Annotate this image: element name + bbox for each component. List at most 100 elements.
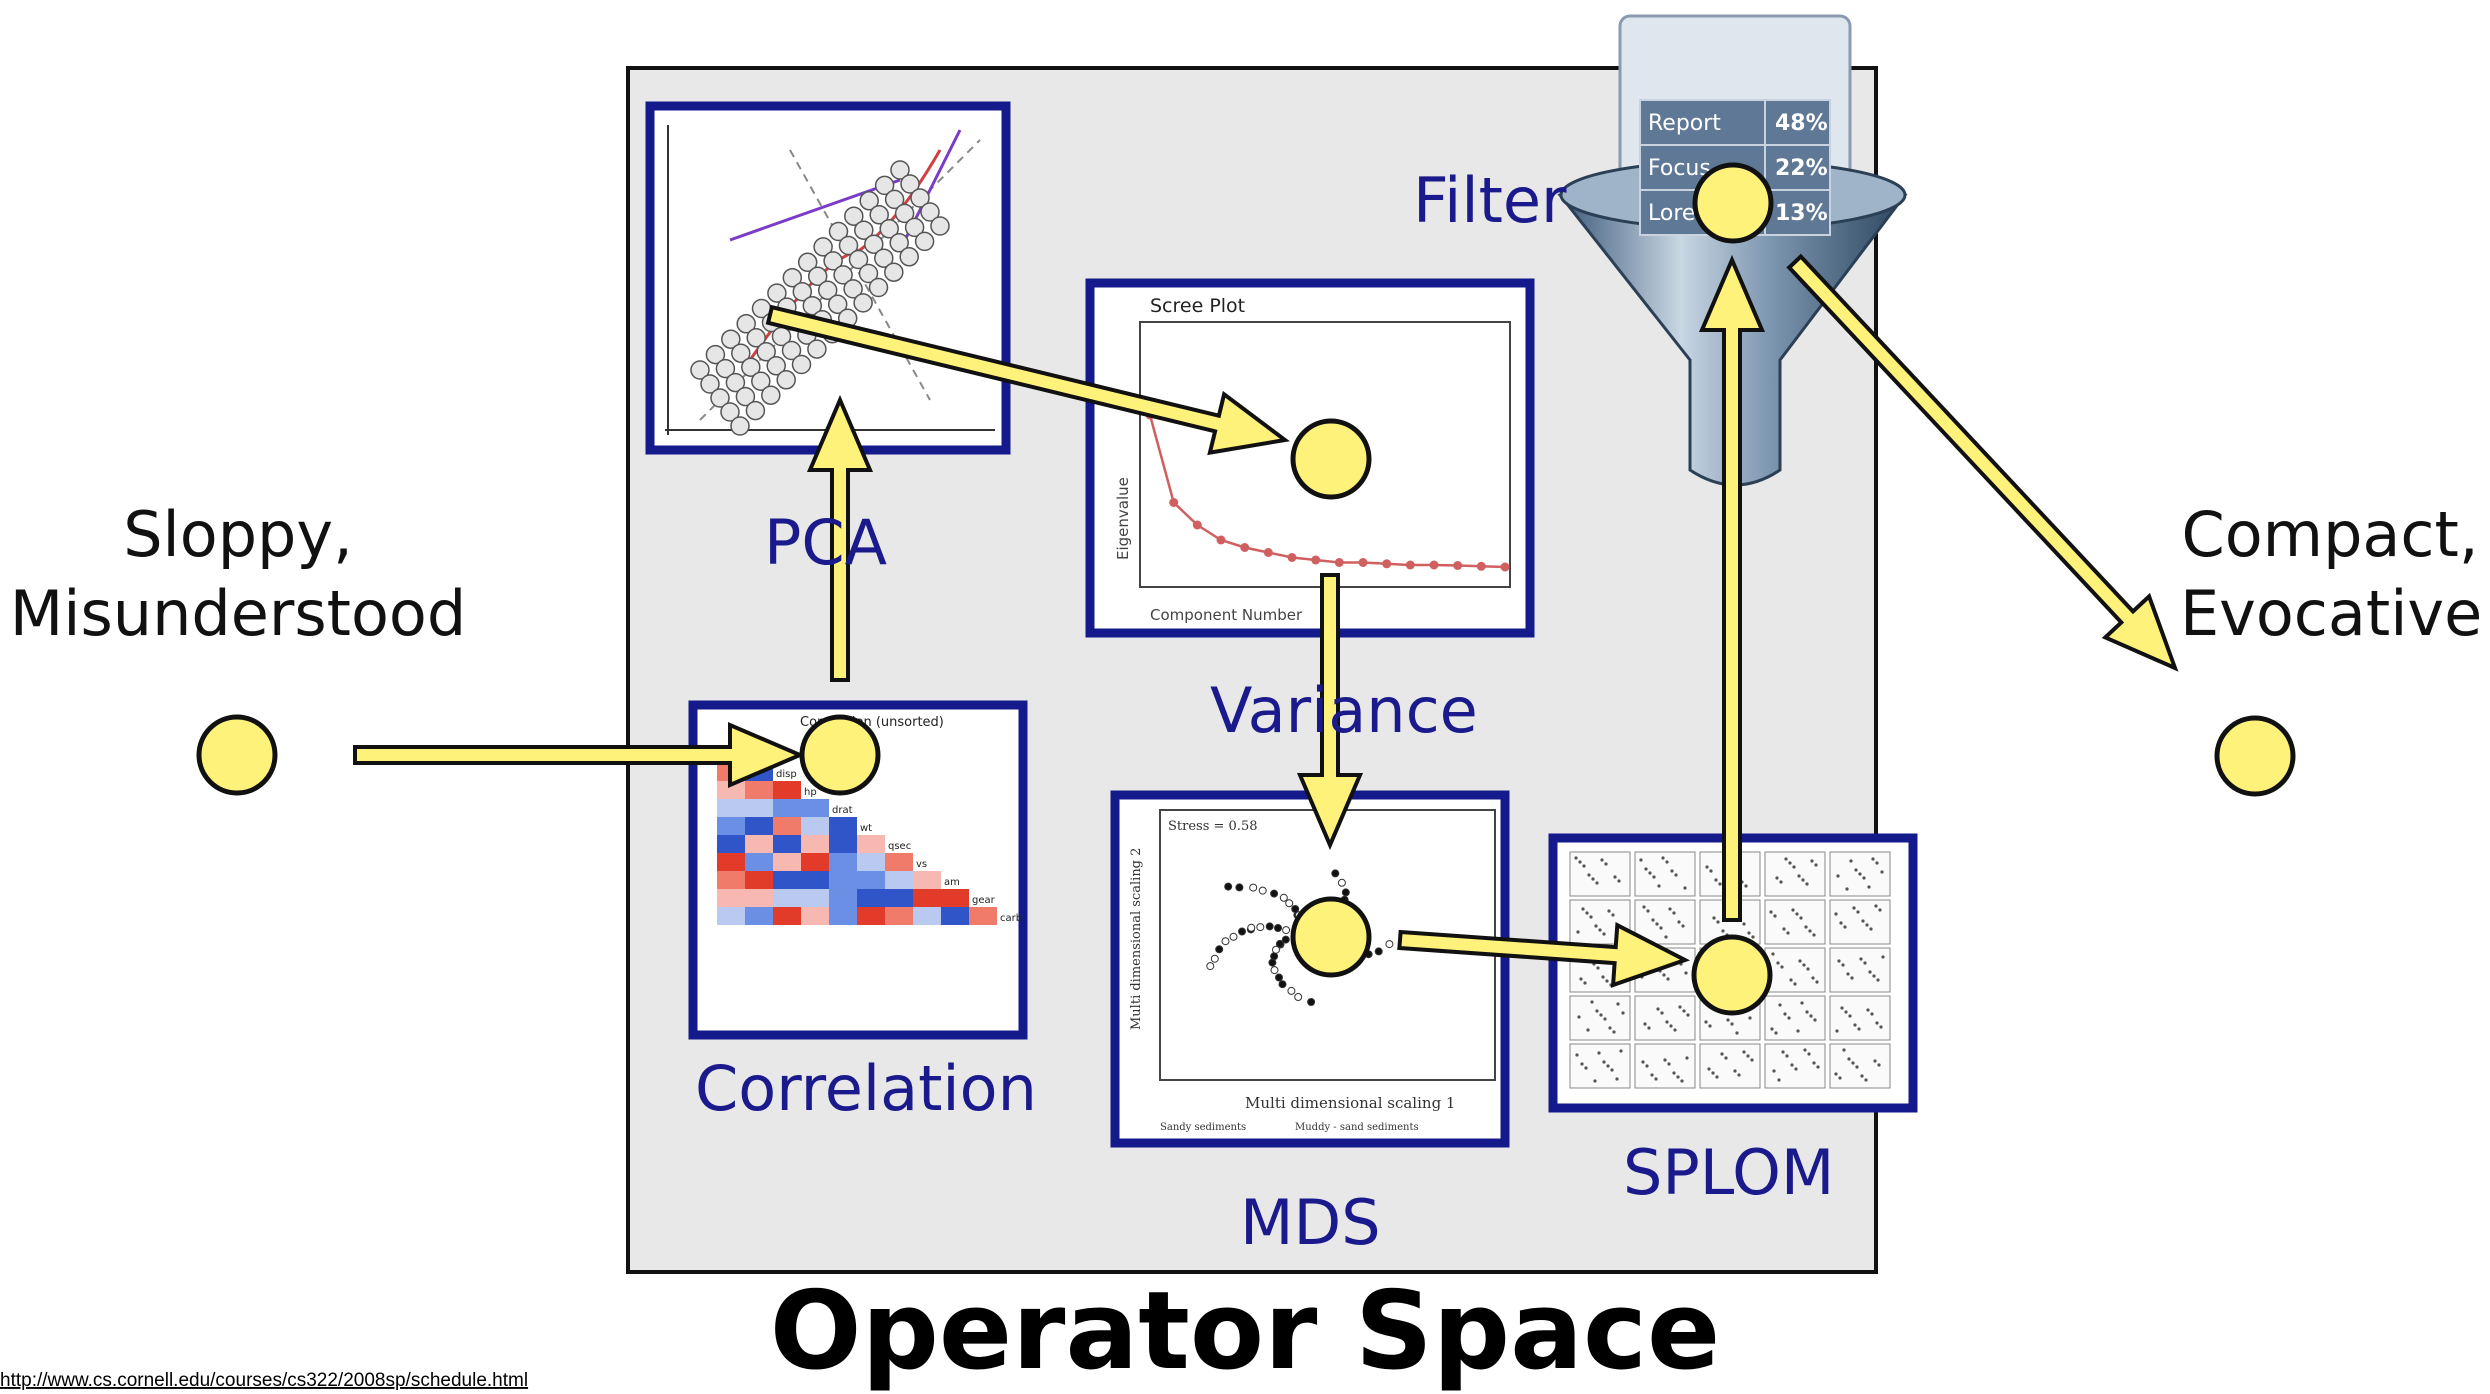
splom-point — [1867, 885, 1871, 889]
pca-point — [823, 251, 843, 271]
mds-legend-0: Sandy sediments — [1160, 1122, 1246, 1133]
mds-ylabel: Multi dimensional scaling 2 — [1129, 848, 1144, 1030]
splom-point — [1774, 1031, 1778, 1035]
splom-point — [1705, 865, 1709, 869]
pca-point — [920, 202, 940, 222]
splom-point — [1853, 1023, 1857, 1027]
splom-point — [1810, 859, 1814, 863]
splom-cell — [1829, 995, 1891, 1041]
mds-point — [1268, 958, 1277, 967]
mds-stress: Stress = 0.58 — [1168, 819, 1257, 834]
mds-point — [1287, 986, 1296, 995]
pca-point — [838, 235, 859, 256]
splom-point — [1812, 1061, 1816, 1065]
mds-point — [1272, 945, 1280, 954]
splom-point — [1593, 1079, 1597, 1083]
correlation-cell — [801, 817, 829, 835]
splom-point — [1814, 863, 1818, 867]
pca-point — [797, 252, 818, 273]
correlation-cell — [745, 907, 773, 925]
filter-row-1-label: Focus — [1648, 156, 1711, 181]
splom-point — [1770, 1027, 1774, 1031]
splom-point — [1616, 1002, 1620, 1006]
splom-point — [1615, 1077, 1619, 1081]
splom-point — [1647, 1026, 1651, 1030]
splom-point — [1838, 1076, 1842, 1080]
splom-point — [1748, 1016, 1752, 1020]
splom-point — [1641, 1060, 1645, 1064]
label-sloppy-line1: Sloppy, — [123, 498, 353, 571]
arrow-pca-to-variance — [765, 304, 1290, 456]
splom-point — [1792, 865, 1796, 869]
correlation-cell — [857, 889, 885, 907]
splom-point — [1858, 872, 1862, 876]
correlation-cell — [885, 907, 913, 925]
splom-point — [1811, 976, 1815, 980]
pca-point — [884, 262, 904, 282]
pca-point — [745, 400, 766, 421]
splom-point — [1777, 1078, 1781, 1082]
splom-point — [1667, 1062, 1671, 1066]
pca-point — [741, 357, 761, 377]
splom-point — [1769, 910, 1773, 914]
pca-point — [817, 280, 838, 301]
pca-point — [930, 216, 950, 236]
pca-point — [879, 219, 899, 239]
correlation-cell — [773, 835, 801, 853]
pca-point — [864, 234, 884, 254]
splom-point — [1852, 906, 1856, 910]
splom-point — [1750, 1058, 1754, 1062]
correlation-cell — [717, 871, 745, 889]
pca-point — [807, 266, 828, 287]
splom-point — [1582, 864, 1586, 868]
splom-point — [1643, 1022, 1647, 1026]
splom-point — [1608, 1026, 1612, 1030]
splom-point — [1795, 912, 1799, 916]
splom-point — [1677, 920, 1681, 924]
splom-point — [1587, 873, 1591, 877]
splom-point — [1682, 1009, 1686, 1013]
splom-point — [1854, 868, 1858, 872]
pca-point — [766, 356, 786, 376]
pca-point — [858, 263, 879, 284]
splom-point — [1791, 908, 1795, 912]
splom-point — [1812, 933, 1816, 937]
source-url[interactable]: http://www.cs.cornell.edu/courses/cs322/… — [0, 1370, 528, 1391]
splom-point — [1862, 876, 1866, 880]
splom-point — [1809, 1014, 1813, 1018]
splom-point — [1659, 926, 1663, 930]
splom-point — [1665, 1020, 1669, 1024]
correlation-cell — [717, 799, 745, 817]
splom-point — [1704, 1020, 1708, 1024]
correlation-cell — [829, 871, 857, 889]
splom-point — [1845, 887, 1849, 891]
correlation-var-label: carb — [1000, 913, 1022, 924]
mds-point — [1294, 993, 1303, 1001]
mds-point — [1278, 980, 1287, 989]
pca-point — [761, 385, 781, 405]
splom-point — [1612, 1030, 1616, 1034]
pca-point — [874, 175, 895, 196]
mds-point — [1238, 927, 1246, 936]
splom-point — [1730, 1022, 1734, 1026]
correlation-cell — [857, 871, 885, 889]
splom-point — [1606, 1064, 1610, 1068]
correlation-var-label: am — [944, 877, 960, 888]
splom-point — [1604, 862, 1608, 866]
splom-point — [1715, 1075, 1719, 1079]
correlation-cell — [745, 871, 773, 889]
mds-point — [1337, 878, 1346, 887]
splom-cell — [1764, 1043, 1826, 1089]
mds-point — [1210, 954, 1219, 963]
mds-point — [1274, 924, 1282, 932]
splom-point — [1751, 935, 1755, 939]
label-correlation: Correlation — [695, 1052, 1037, 1125]
splom-point — [1799, 916, 1803, 920]
splom-point — [1772, 1069, 1776, 1073]
mds-point — [1256, 923, 1265, 932]
correlation-cell — [717, 781, 745, 799]
pca-point — [828, 221, 849, 242]
splom-point — [1579, 977, 1583, 981]
correlation-cell — [857, 907, 885, 925]
pca-point — [827, 294, 848, 315]
